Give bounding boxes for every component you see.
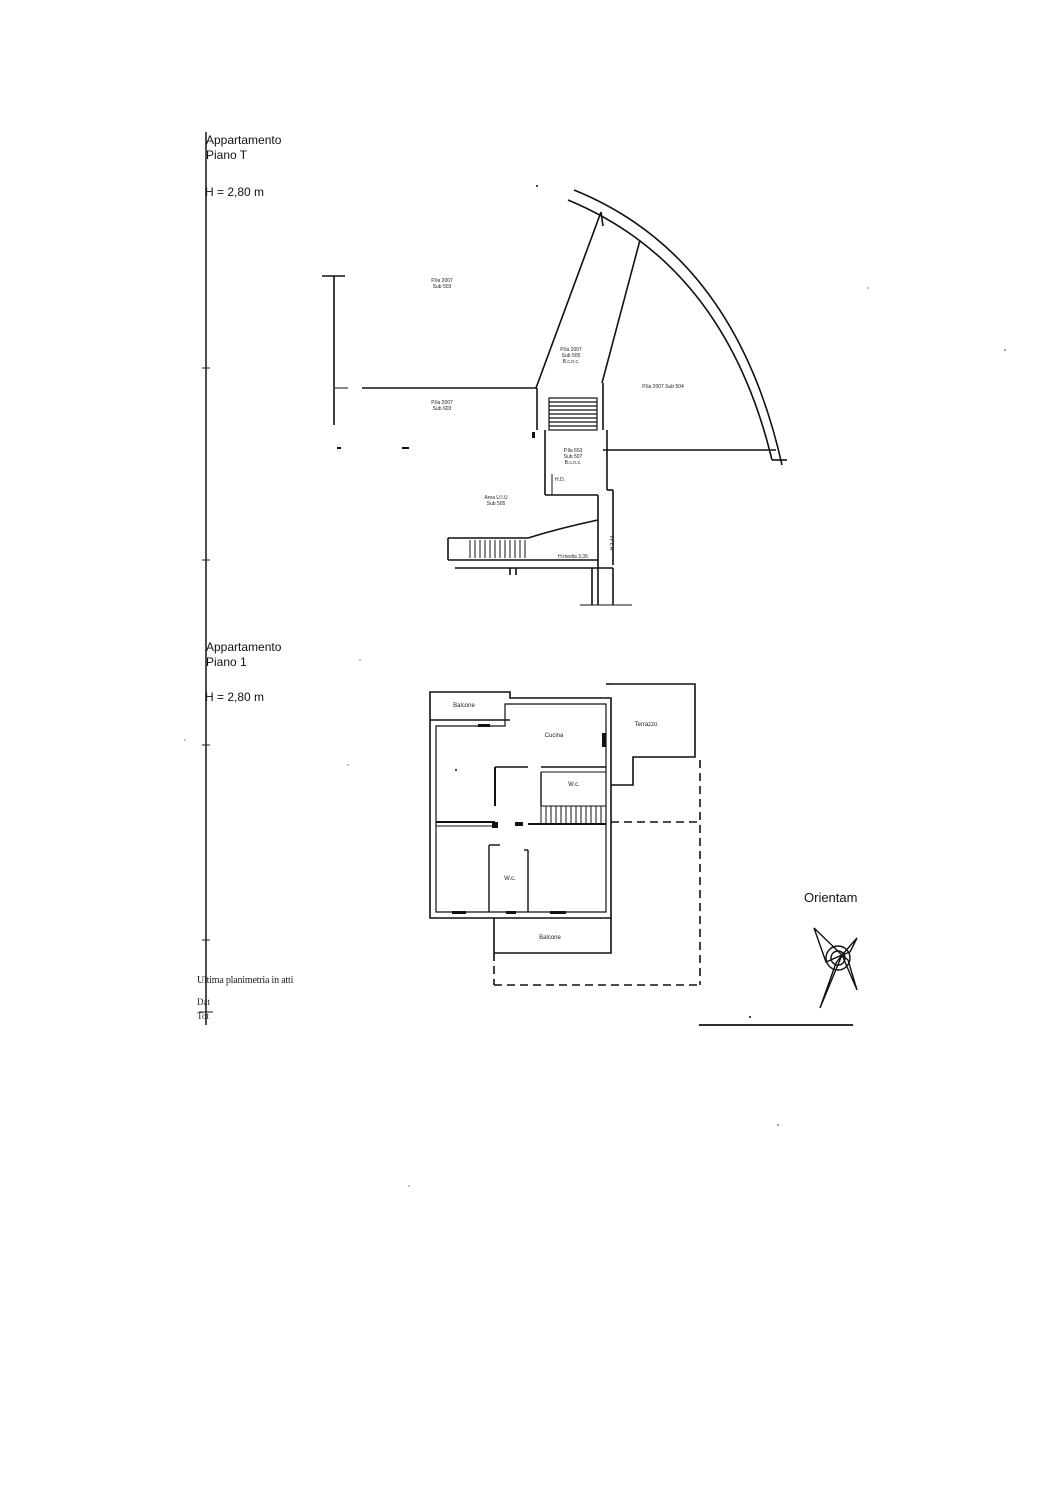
orientation-label: Orientam (804, 890, 858, 905)
label-balcone-top: Balcone (453, 703, 475, 709)
footer-note: Ultima planimetria in atti (197, 975, 294, 986)
footer-line-3: Tot (197, 1011, 209, 1021)
section-floor-first: Piano 1 (206, 655, 247, 669)
section-title-first: Appartamento (206, 640, 282, 654)
label-hd: H.D. (555, 477, 565, 483)
section-height-first: H = 2,80 m (205, 690, 265, 704)
label-cucina: Cucina (544, 733, 564, 739)
section-floor-ground: Piano T (206, 148, 248, 162)
section-title-ground: Appartamento (206, 133, 282, 147)
label-h-media: H.media 3,35 (558, 554, 588, 560)
label-plla-504: P.lla 2007 Sub 504 (642, 384, 684, 390)
label-wc-lower: W.c. (504, 876, 516, 882)
footer-line-2: Dat (197, 997, 210, 1007)
label-wc-upper: W.c. (568, 782, 580, 788)
label-balcone-bottom: Balcone (539, 935, 561, 941)
label-terrazzo: Terrazzo (634, 722, 658, 728)
section-height-ground: H = 2,80 m (205, 185, 265, 199)
